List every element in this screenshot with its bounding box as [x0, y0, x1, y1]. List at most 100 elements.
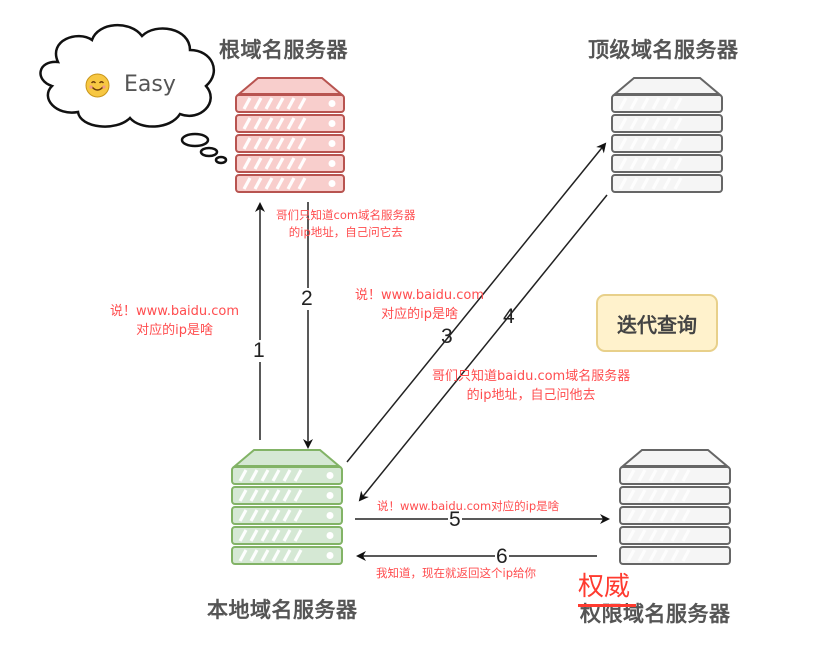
note-step-2-line-2: 的ip地址，自己问它去 [288, 225, 403, 239]
tld-server-stripe [640, 97, 650, 110]
local-server-stripe [271, 549, 281, 562]
root-server-stripe [253, 157, 263, 170]
root-server-stripe [242, 157, 252, 170]
root-server-led [328, 160, 336, 167]
local-server-led [326, 492, 334, 499]
thought-cloud [39, 23, 228, 165]
local-server-stripe [260, 489, 270, 502]
step-number-1: 1 [252, 339, 266, 362]
step-number-5: 5 [448, 508, 462, 531]
local-server-roof [232, 449, 342, 467]
local-server-stripe [282, 469, 292, 482]
local-server-led [326, 552, 334, 559]
authoritative-server-stripe [681, 549, 691, 562]
local-server-stripe [249, 549, 259, 562]
local-server-led [326, 512, 334, 519]
root-server-led [328, 140, 336, 147]
authoritative-server-stripe [637, 469, 647, 482]
local-server-stripe [282, 529, 292, 542]
root-server-led [328, 100, 336, 107]
authoritative-server-stripe [659, 489, 669, 502]
note-step-1: 说！www.baidu.com 对应的ip是啥 [110, 302, 239, 340]
authoritative-server-stripe [648, 549, 658, 562]
local-server-stripe [293, 549, 303, 562]
tld-server-stripe [618, 97, 628, 110]
authoritative-server-icon [619, 449, 731, 565]
authoritative-server-stripe [659, 469, 669, 482]
tld-server-stripe [651, 117, 661, 130]
tld-server-stripe [629, 177, 639, 190]
authoritative-server-stripe [681, 509, 691, 522]
root-server-icon [235, 77, 345, 193]
root-server-stripe [297, 157, 307, 170]
root-server-stripe [275, 97, 285, 110]
local-server-stripe [282, 549, 292, 562]
local-server-stripe [260, 469, 270, 482]
local-server-stripe [271, 529, 281, 542]
root-server-stripe [297, 137, 307, 150]
root-server-stripe [242, 117, 252, 130]
root-server-stripe [264, 137, 274, 150]
local-server-stripe [238, 549, 248, 562]
note-step-2: 哥们只知道com域名服务器 的ip地址，自己问它去 [276, 207, 416, 241]
authoritative-server-stripe [648, 509, 658, 522]
local-server-stripe [260, 529, 270, 542]
note-step-4-line-2: 的ip地址，自己问他去 [466, 388, 596, 403]
local-server-stripe [271, 469, 281, 482]
note-step-3-line-1: 说！www.baidu.com [355, 288, 485, 303]
authoritative-server-stripe [626, 469, 636, 482]
local-server-stripe [249, 469, 259, 482]
tld-server-stripe [662, 117, 672, 130]
root-server-led [328, 180, 336, 187]
authoritative-server-stripe [681, 489, 691, 502]
root-server-stripe [264, 157, 274, 170]
tld-server-title: 顶级域名服务器 [588, 38, 739, 62]
root-server-stripe [264, 97, 274, 110]
note-step-4-line-1: 哥们只知道baidu.com域名服务器 [432, 369, 631, 384]
local-server-icon [231, 449, 343, 565]
root-server-stripe [275, 117, 285, 130]
root-server-led [328, 120, 336, 127]
local-server-stripe [238, 469, 248, 482]
root-server-stripe [253, 137, 263, 150]
tld-server-stripe [618, 177, 628, 190]
smiling-face-icon [85, 73, 110, 98]
root-server-stripe [264, 177, 274, 190]
local-server-stripe [238, 489, 248, 502]
root-server-stripe [264, 117, 274, 130]
local-server-led [326, 532, 334, 539]
local-server-stripe [260, 549, 270, 562]
authoritative-server-stripe [670, 469, 680, 482]
tld-server-stripe [673, 177, 683, 190]
authoritative-server-stripe [670, 529, 680, 542]
local-server-stripe [293, 529, 303, 542]
note-step-5: 说！www.baidu.com对应的ip是啥 [377, 499, 560, 513]
step-number-4: 4 [503, 305, 515, 328]
authoritative-server-stripe [659, 529, 669, 542]
note-step-2-line-1: 哥们只知道com域名服务器 [276, 208, 416, 222]
cloud-bubble-3 [214, 155, 228, 165]
tld-server-stripe [640, 117, 650, 130]
authoritative-server-stripe [681, 529, 691, 542]
note-step-6: 我知道，现在就返回这个ip给你 [376, 566, 536, 580]
tld-server-stripe [673, 97, 683, 110]
tld-server-stripe [651, 157, 661, 170]
root-server-stripe [242, 97, 252, 110]
tld-server-roof [612, 77, 722, 95]
tld-server-stripe [629, 137, 639, 150]
root-server-stripe [275, 177, 285, 190]
root-server-roof [236, 77, 344, 95]
cloud-bubble-2 [199, 146, 219, 158]
tld-server-stripe [662, 137, 672, 150]
local-server-stripe [249, 509, 259, 522]
authoritative-server-roof [620, 449, 730, 467]
root-server-stripe [297, 177, 307, 190]
root-server-stripe [253, 177, 263, 190]
tld-server-stripe [618, 117, 628, 130]
root-server-stripe [297, 97, 307, 110]
tld-server-stripe [673, 157, 683, 170]
local-server-stripe [293, 469, 303, 482]
tld-server-stripe [673, 117, 683, 130]
local-server-stripe [293, 509, 303, 522]
